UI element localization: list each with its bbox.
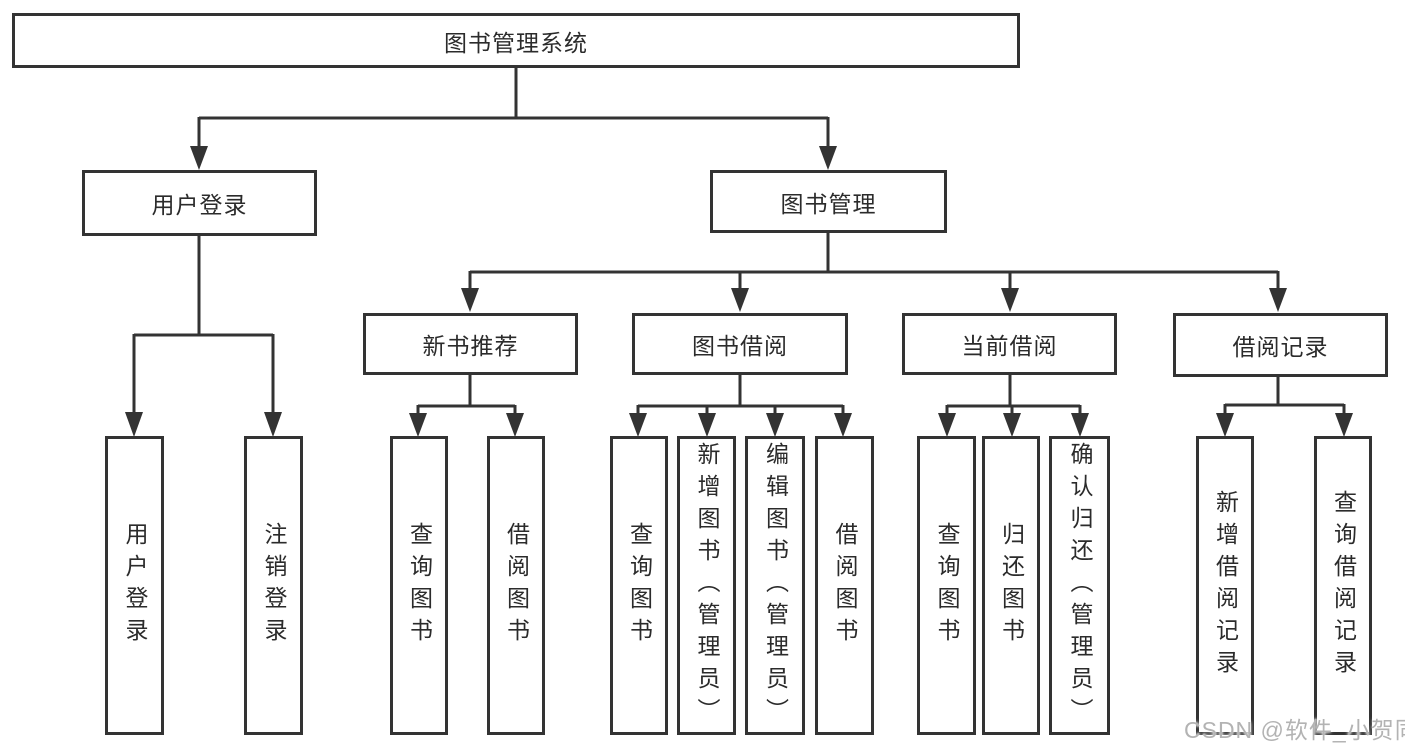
connector-new-book-recommend-to-leaves	[409, 375, 524, 437]
leaf-user-login: 用户登录	[105, 436, 164, 735]
leaf-query-books-current: 查询图书	[917, 436, 976, 735]
leaf-query-books-recommend: 查询图书	[390, 436, 448, 735]
leaf-add-book-admin: 新增图书（管理员）	[677, 436, 736, 735]
node-book-management: 图书管理	[710, 170, 947, 233]
node-borrow-records: 借阅记录	[1173, 313, 1388, 377]
node-new-book-recommend: 新书推荐	[363, 313, 578, 375]
csdn-watermark: CSDN @软件_小贺同学	[1184, 717, 1405, 743]
leaf-confirm-return-admin: 确认归还（管理员）	[1049, 436, 1110, 735]
leaf-add-borrow-record: 新增借阅记录	[1196, 436, 1254, 735]
node-user-login: 用户登录	[82, 170, 317, 236]
leaf-return-books: 归还图书	[982, 436, 1040, 735]
connector-user-login-to-leaves	[125, 236, 282, 437]
leaf-edit-book-admin: 编辑图书（管理员）	[745, 436, 805, 735]
node-library-management-system: 图书管理系统	[12, 13, 1020, 68]
leaf-borrow-books-recommend: 借阅图书	[487, 436, 545, 735]
leaf-query-books-borrow: 查询图书	[610, 436, 668, 735]
node-current-borrow: 当前借阅	[902, 313, 1117, 375]
connector-book-borrow-to-leaves	[629, 375, 852, 437]
connector-root-to-level2	[190, 68, 837, 170]
connector-borrow-records-to-leaves	[1216, 377, 1353, 437]
leaf-query-borrow-record: 查询借阅记录	[1314, 436, 1372, 735]
leaf-borrow-books: 借阅图书	[815, 436, 874, 735]
node-book-borrow: 图书借阅	[632, 313, 848, 375]
leaf-logout: 注销登录	[244, 436, 303, 735]
connector-current-borrow-to-leaves	[938, 375, 1089, 437]
connector-book-management-to-level3	[461, 233, 1287, 312]
